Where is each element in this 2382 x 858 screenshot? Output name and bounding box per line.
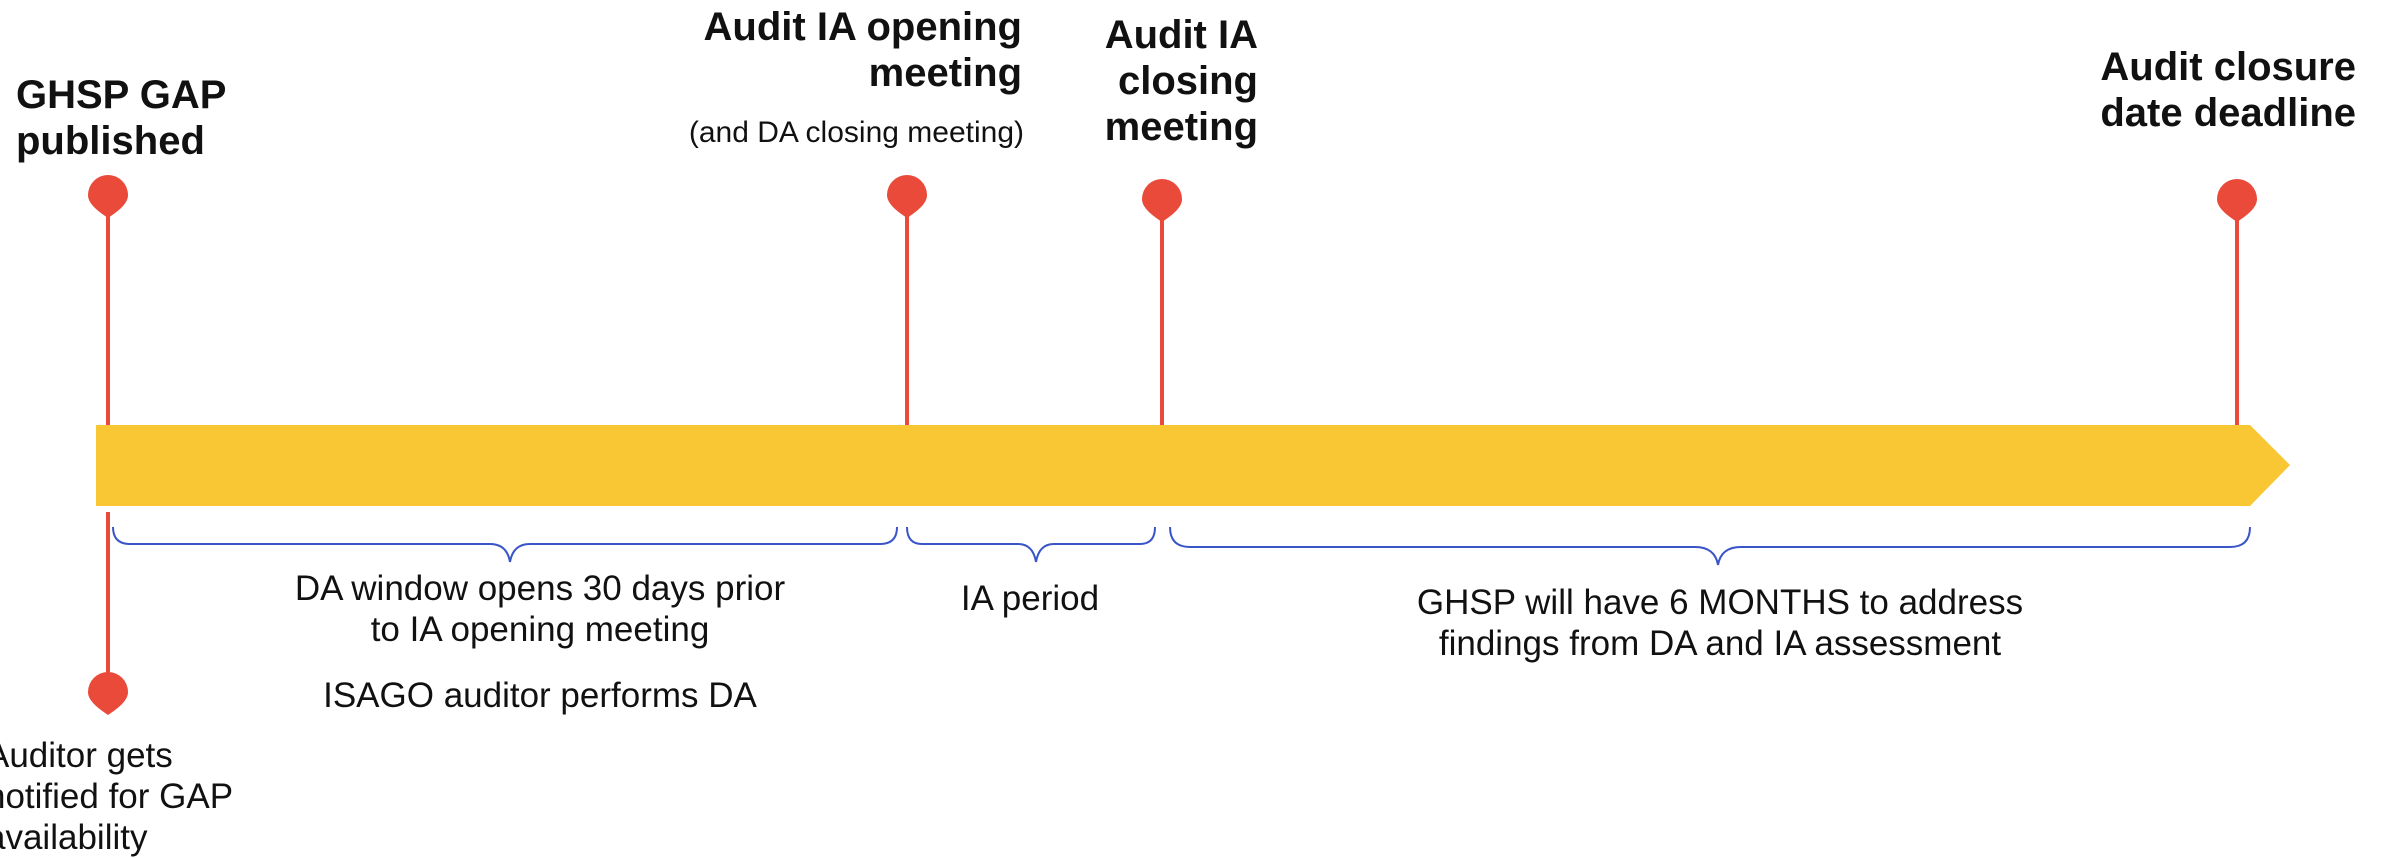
label-ia-opening: Audit IA opening meeting xyxy=(703,5,1022,95)
label-ia-opening-note: (and DA closing meeting) xyxy=(688,116,1024,149)
label-closure-deadline: Audit closure date deadline xyxy=(2100,45,2356,135)
pin-auditor-notified xyxy=(88,512,128,715)
pin-ia-opening xyxy=(887,175,927,425)
label-ia-closing: Audit IA closing meeting xyxy=(1104,13,1258,149)
label-auditor-notified: Auditor gets notified for GAP availabili… xyxy=(0,736,233,857)
pin-closure-deadline xyxy=(2217,179,2257,425)
label-ia-period: IA period xyxy=(960,579,1100,618)
label-gap-published: GHSP GAP published xyxy=(16,73,226,163)
label-da-performer: ISAGO auditor performs DA xyxy=(323,676,757,715)
label-address-findings: GHSP will have 6 MONTHS to address findi… xyxy=(1416,583,2024,663)
pin-ia-closing xyxy=(1142,179,1182,425)
timeline-arrow xyxy=(96,425,2290,506)
label-da-window: DA window opens 30 days prior to IA open… xyxy=(294,569,786,649)
pin-gap-published xyxy=(88,175,128,425)
brace-address-findings xyxy=(1169,526,2251,566)
brace-ia-period xyxy=(906,526,1156,563)
brace-da-window xyxy=(112,526,898,563)
